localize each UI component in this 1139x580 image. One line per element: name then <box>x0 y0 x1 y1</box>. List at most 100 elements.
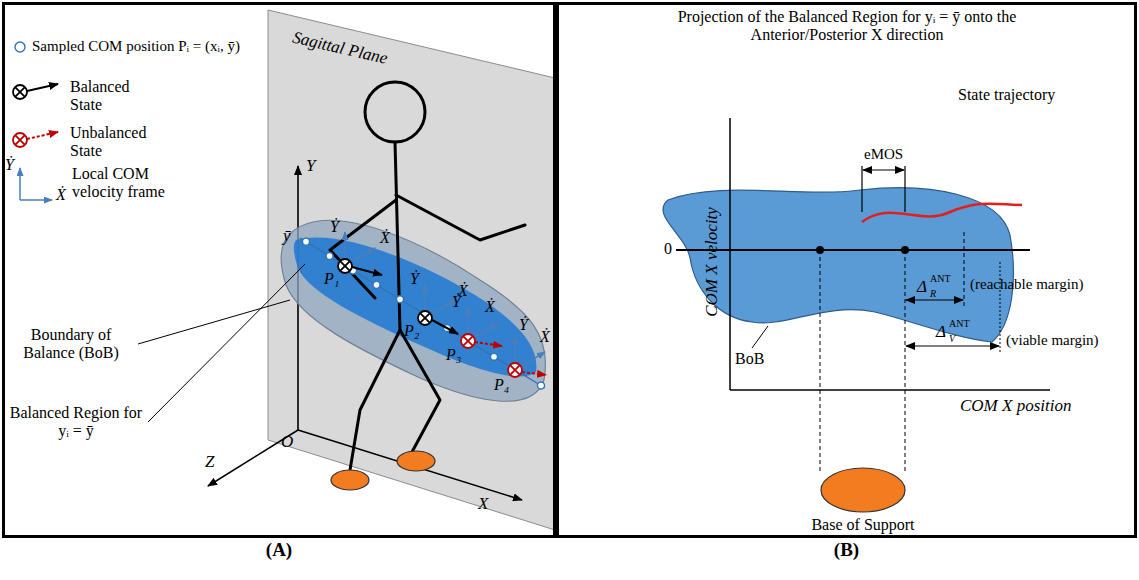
margin-arrows <box>906 299 963 300</box>
margin-label: ANT <box>949 318 970 330</box>
margin-label: V <box>949 333 955 345</box>
projection-lines <box>820 250 821 472</box>
boundary-of-balance <box>281 220 545 401</box>
stick-figure <box>350 330 400 470</box>
annotation: Base of Support <box>811 516 914 534</box>
sample-line <box>397 296 404 303</box>
state-arrows <box>432 320 458 334</box>
state-symbol <box>338 259 352 273</box>
state-dots <box>901 246 909 254</box>
margin-arrows <box>906 345 999 346</box>
legend-text: Sampled COM position Pᵢ = (xᵢ, ȳ) <box>32 38 240 55</box>
state-symbol <box>510 365 520 375</box>
axis-label: X <box>478 494 488 514</box>
state-symbol <box>420 313 430 323</box>
velocity-frame <box>20 199 52 201</box>
stick-figure <box>330 82 525 470</box>
point-label: P₄ <box>494 376 509 394</box>
state-dots <box>816 246 909 254</box>
state-symbol <box>13 133 27 147</box>
projection-lines <box>905 250 906 472</box>
state-dots <box>816 246 824 254</box>
stick-figure <box>365 82 425 142</box>
state-symbol <box>418 311 432 325</box>
leader-line <box>138 264 768 422</box>
sample-line <box>300 238 545 388</box>
sample-line <box>538 382 545 389</box>
bob-region-b <box>663 188 1013 342</box>
plot-axes <box>730 389 1050 391</box>
plot-axes <box>676 118 1050 390</box>
velocity-label: Ẋ <box>485 298 495 316</box>
state-trajectory <box>862 204 1022 222</box>
stick-figure <box>396 195 525 240</box>
velocity-label: Ẋ <box>56 186 66 204</box>
state-arrows <box>27 84 58 91</box>
annotation: Projection of the Balanced Region for yᵢ… <box>647 8 1047 45</box>
annotation: State trajectory <box>958 86 1055 104</box>
panel-frame: (B) <box>556 2 1137 538</box>
annotation: Balanced Region for yᵢ = ȳ <box>6 404 146 441</box>
state-symbol <box>13 85 27 99</box>
margin-label: Δ <box>917 277 927 297</box>
legend-text: Local COM velocity frame <box>72 165 192 202</box>
state-arrows <box>475 342 502 346</box>
point-label: P₃ <box>446 346 461 364</box>
leader-line <box>752 326 768 348</box>
panel-label: (A) <box>266 539 292 561</box>
legend-text: Balanced State <box>70 78 150 115</box>
sample-line <box>491 353 498 360</box>
annotation: 0 <box>664 240 672 258</box>
projection-lines <box>820 232 1000 472</box>
feet <box>397 451 435 471</box>
annotation: Boundary of Balance (BoB) <box>6 326 136 363</box>
velocity-label: Ẏ <box>519 316 528 334</box>
margin-label: (reachable margin) <box>970 276 1083 293</box>
sample-line <box>300 238 545 389</box>
leader-line <box>148 264 305 422</box>
sagittal-plane <box>268 10 555 530</box>
velocity-label: Ẋ <box>380 229 390 247</box>
coordinate-axes <box>208 430 298 486</box>
panel-label: (B) <box>834 539 859 561</box>
feet <box>331 470 369 490</box>
legend-sample <box>15 42 25 52</box>
margin-arrows <box>904 166 905 212</box>
feet <box>331 451 435 490</box>
state-arrows <box>27 132 58 139</box>
state-arrows <box>352 267 382 275</box>
axis-label: Z <box>205 452 214 472</box>
sample-line <box>326 253 333 260</box>
margin-label: Δ <box>936 322 946 342</box>
projection-lines <box>964 232 965 306</box>
velocity-label: Ẏ <box>410 270 419 288</box>
legend-text: Unbalanced State <box>70 124 154 161</box>
axis-label: Y <box>306 156 315 176</box>
point-label: P₁ <box>324 270 339 288</box>
state-trajectory <box>862 204 1022 222</box>
boundary-of-balance <box>281 220 545 401</box>
state-symbol <box>508 363 522 377</box>
state-symbol <box>463 336 473 346</box>
state-arrows <box>522 372 546 375</box>
annotation: COM X velocity <box>702 207 722 317</box>
stick-figure <box>400 330 440 452</box>
state-symbol <box>15 135 25 145</box>
sample-line <box>373 281 380 288</box>
legend-sample <box>15 42 25 52</box>
margin-arrows <box>863 169 904 170</box>
annotation: eMOS <box>864 146 903 163</box>
velocity-frame <box>19 168 21 200</box>
state-symbol <box>340 261 350 271</box>
state-symbol <box>15 87 25 97</box>
margin-label: (viable margin) <box>1006 332 1099 349</box>
margin-arrows <box>862 166 999 346</box>
origin-label: O <box>281 432 293 452</box>
bob-region-b <box>663 188 1013 342</box>
state-symbol <box>461 334 475 348</box>
margin-arrows <box>861 166 862 212</box>
point-label: P₂ <box>404 322 419 340</box>
sample-line <box>303 238 310 245</box>
sagittal-plane <box>268 10 555 530</box>
coordinate-axes <box>298 430 522 500</box>
